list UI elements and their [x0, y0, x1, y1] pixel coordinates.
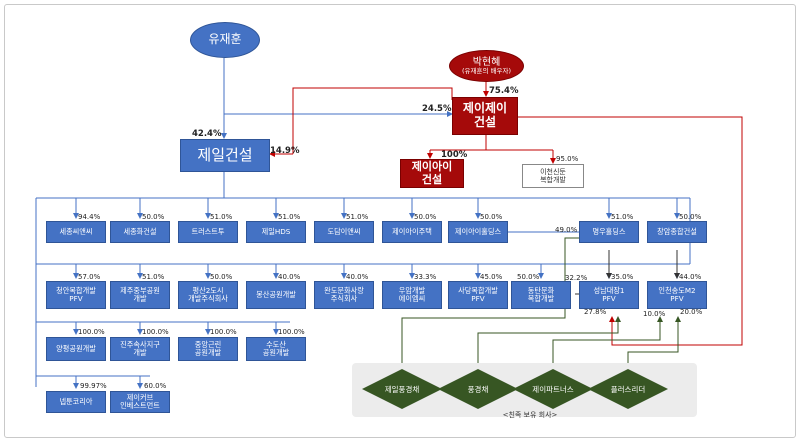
subsidiary-row1: 트러스트투 [178, 221, 238, 243]
pct-row3: 100.0% [78, 328, 105, 336]
subsidiary-row2: 청안복합개발 PFV [46, 281, 106, 309]
pct-mw-to-sn: 49.0% [555, 226, 578, 234]
subsidiary-row1: 세종화건설 [110, 221, 170, 243]
pct-sn-bottom: 27.8% [584, 308, 607, 316]
pct-row1: 51.0% [210, 213, 233, 221]
pct-in-bottom-right: 20.0% [680, 308, 703, 316]
subsidiary-row2: 봉산공원개발 [246, 281, 306, 309]
subsidiary-row1: 제이아이주택 [382, 221, 442, 243]
subsidiary-row2: 인천송도M2 PFV [647, 281, 707, 309]
subsidiary-row2: 사당복합개발 PFV [448, 281, 508, 309]
pct-row1: 50.0% [480, 213, 503, 221]
pct-in-bottom-left: 10.0% [643, 310, 666, 318]
pct-jeiai: 100% [441, 150, 468, 160]
subsidiary-row4: 제이커브 인베스트먼트 [110, 391, 170, 413]
subsidiary-row3: 중앙근린 공원개발 [178, 337, 238, 361]
pct-row2: 57.0% [78, 273, 101, 281]
pct-row1: 51.0% [278, 213, 301, 221]
company-jeijei: 제이제이 건설 [452, 97, 518, 135]
subsidiary-row2: 동탄문화 복합개발 [511, 281, 571, 309]
company-jeil: 제일건설 [180, 139, 270, 172]
pct-row1: 50.0% [679, 213, 702, 221]
relative-company-label: 제이파트너스 [532, 384, 574, 394]
owner-yoo-jaehoon: 유재훈 [190, 22, 260, 58]
relative-company-label: 풍경채 [467, 384, 489, 394]
pct-jeil-owner: 42.4% [192, 129, 222, 139]
subsidiary-row1: 제일HDS [246, 221, 306, 243]
subsidiary-row2: 평산2도시 개발주식회사 [178, 281, 238, 309]
pct-row3: 100.0% [142, 328, 169, 336]
pct-row4: 99.97% [80, 382, 107, 390]
subsidiary-row1: 창암종합건설 [647, 221, 707, 243]
pct-sn-left: 32.2% [565, 274, 588, 282]
pct-row2: 50.0% [517, 273, 540, 281]
company-icheon: 이천신둔 복합개발 [522, 164, 584, 188]
diagram-frame [4, 4, 796, 438]
subsidiary-row1: 세종씨앤씨 [46, 221, 106, 243]
subsidiary-row3: 수도산 공원개발 [246, 337, 306, 361]
pct-row2: 40.0% [278, 273, 301, 281]
spouse-note: (유재훈의 배우자) [462, 67, 511, 76]
pct-jj-spouse: 75.4% [489, 86, 519, 96]
pct-row1: 94.4% [78, 213, 101, 221]
subsidiary-row2: 완도문화사랑 주식회사 [314, 281, 374, 309]
pct-row4: 60.0% [144, 382, 167, 390]
spouse-name: 박현혜 [472, 56, 501, 68]
pct-icheon: 95.0% [556, 155, 579, 163]
pct-row1: 50.0% [142, 213, 165, 221]
relative-company: 제이파트너스 [513, 369, 593, 409]
pct-row3: 100.0% [278, 328, 305, 336]
subsidiary-row1: 명우홀딩스 [579, 221, 639, 243]
subsidiary-row4: 넵툰코리아 [46, 391, 106, 413]
subsidiary-row3: 진주속사지구 개발 [110, 337, 170, 361]
subsidiary-row2: 우암개발 에이엠씨 [382, 281, 442, 309]
owner-spouse: 박현혜 (유재훈의 배우자) [449, 50, 524, 82]
relative-company: 플러스리더 [588, 369, 668, 409]
pct-row1: 51.0% [611, 213, 634, 221]
pct-row2: 45.0% [480, 273, 503, 281]
relative-company: 제일풍경채 [362, 369, 442, 409]
subsidiary-row2: 제주중부공원 개발 [110, 281, 170, 309]
pct-row3: 100.0% [210, 328, 237, 336]
diamond-shape [588, 369, 668, 409]
subsidiary-row2: 성남대장1 PFV [579, 281, 639, 309]
pct-row2: 40.0% [346, 273, 369, 281]
company-jeiai: 제이아이 건설 [400, 159, 464, 188]
subsidiary-row1: 제이아이홀딩스 [448, 221, 508, 243]
relative-company-label: 플러스리더 [610, 384, 646, 394]
pct-row1: 51.0% [346, 213, 369, 221]
pct-row2: 50.0% [210, 273, 233, 281]
pct-row2: 35.0% [611, 273, 634, 281]
subsidiary-row1: 도담이앤씨 [314, 221, 374, 243]
pct-row2: 51.0% [142, 273, 165, 281]
pct-jeil-from-jj: 14.9% [270, 146, 300, 156]
pct-row2: 44.0% [679, 273, 702, 281]
diamond-shape [362, 369, 442, 409]
diamond-shape [513, 369, 593, 409]
pct-jj-owner: 24.5% [422, 104, 452, 114]
pct-row2: 33.3% [414, 273, 437, 281]
relative-company: 풍경채 [438, 369, 518, 409]
pct-row1: 50.0% [414, 213, 437, 221]
diamond-shape [438, 369, 518, 409]
relatives-caption: <친족 보유 회사> [502, 411, 558, 419]
subsidiary-row3: 양평공원개발 [46, 337, 106, 361]
relative-company-label: 제일풍경채 [384, 384, 420, 394]
